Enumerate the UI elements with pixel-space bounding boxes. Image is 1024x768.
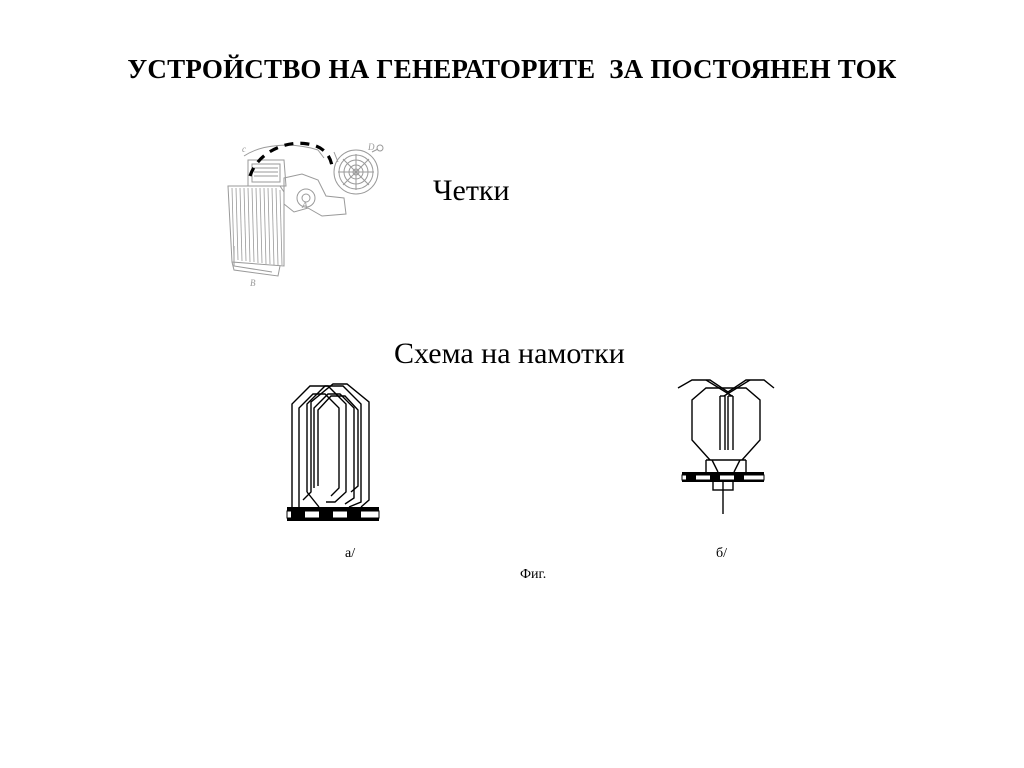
- caption-a: а/: [345, 546, 356, 561]
- brushes-label: Четки: [433, 174, 510, 207]
- winding-scheme-label: Схема на намотки: [394, 337, 625, 370]
- lap-winding-diagram: [286, 383, 380, 521]
- wave-winding-diagram: [677, 379, 775, 514]
- caption-b: б/: [716, 546, 728, 561]
- brush-label-a: A: [301, 200, 308, 210]
- brush-label-d: D: [367, 142, 375, 152]
- figure-caption: Фиг.: [520, 567, 547, 582]
- brush-label-c: c: [242, 144, 246, 154]
- slide-title: УСТРОЙСТВО НА ГЕНЕРАТОРИТЕ ЗА ПОСТОЯНЕН …: [127, 54, 897, 84]
- brush-label-b: B: [250, 278, 256, 288]
- brush-assembly-illustration: c D A B: [227, 141, 384, 288]
